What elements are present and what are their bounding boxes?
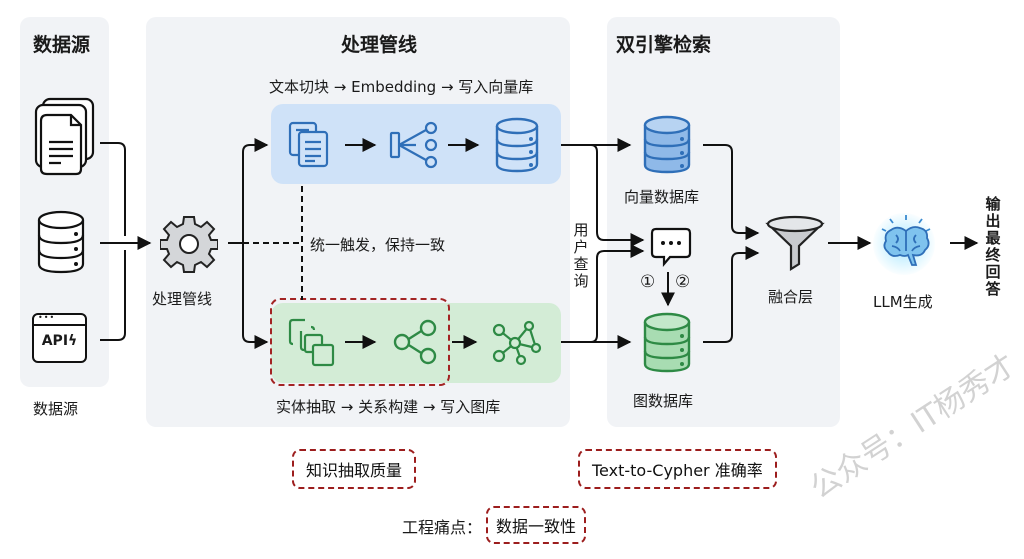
gear-icon bbox=[160, 216, 218, 273]
retrieval-title: 双引擎检索 bbox=[616, 34, 712, 56]
wire-api bbox=[100, 250, 126, 341]
embedding-icon bbox=[389, 121, 438, 169]
pain-knowledge-extraction: 知识抽取质量 bbox=[292, 449, 417, 489]
wire-docs bbox=[100, 142, 126, 236]
final-answer-label: 输出最终回答 bbox=[985, 195, 1001, 298]
data-source-caption: 数据源 bbox=[33, 400, 79, 418]
wire-vectordb-to-fusion bbox=[703, 144, 760, 240]
vector-flow-label: 文本切块 → Embedding → 写入向量库 bbox=[269, 78, 534, 96]
step-two-label: ② bbox=[675, 272, 691, 292]
wire-graphdb-to-fusion bbox=[703, 246, 760, 343]
vector-db-label: 向量数据库 bbox=[624, 188, 700, 206]
user-query-label: 用户查询 bbox=[573, 221, 589, 290]
pain-data-consistency: 数据一致性 bbox=[486, 506, 587, 544]
wire-vector-to-query bbox=[590, 144, 645, 247]
chat-bubble-icon bbox=[650, 227, 692, 267]
data-source-title: 数据源 bbox=[33, 34, 91, 56]
gear-label: 处理管线 bbox=[152, 290, 213, 308]
vector-store-icon bbox=[495, 117, 539, 173]
funnel-icon bbox=[765, 215, 825, 271]
database-icon bbox=[37, 210, 85, 274]
text-chunk-icon bbox=[288, 121, 329, 168]
pain-points-prefix: 工程痛点： bbox=[402, 518, 483, 537]
entity-extract-icon bbox=[288, 318, 335, 367]
lightning-icon: ϟ bbox=[68, 333, 78, 349]
relation-build-icon bbox=[393, 319, 437, 365]
wire-to-graph bbox=[242, 243, 269, 349]
wire-to-vector bbox=[242, 138, 269, 243]
documents-icon bbox=[34, 97, 95, 176]
pain-text-to-cypher: Text-to-Cypher 准确率 bbox=[578, 449, 777, 489]
wire-graph-to-query bbox=[590, 244, 645, 343]
pipeline-title: 处理管线 bbox=[341, 34, 418, 56]
brain-icon bbox=[881, 215, 931, 266]
step-one-label: ① bbox=[640, 272, 656, 292]
sync-label: 统一触发，保持一致 bbox=[310, 236, 446, 254]
graph-db-label: 图数据库 bbox=[633, 392, 694, 410]
vector-db-icon bbox=[643, 115, 691, 174]
api-icon: ••• APIϟ bbox=[32, 313, 87, 363]
graph-flow-label: 实体抽取 → 关系构建 → 写入图库 bbox=[276, 398, 501, 416]
api-label: API bbox=[41, 333, 69, 349]
graph-db-icon bbox=[643, 312, 691, 373]
llm-label: LLM生成 bbox=[873, 293, 933, 311]
knowledge-extraction-highlight bbox=[270, 298, 450, 386]
graph-store-icon bbox=[492, 320, 542, 366]
fusion-label: 融合层 bbox=[768, 288, 814, 306]
